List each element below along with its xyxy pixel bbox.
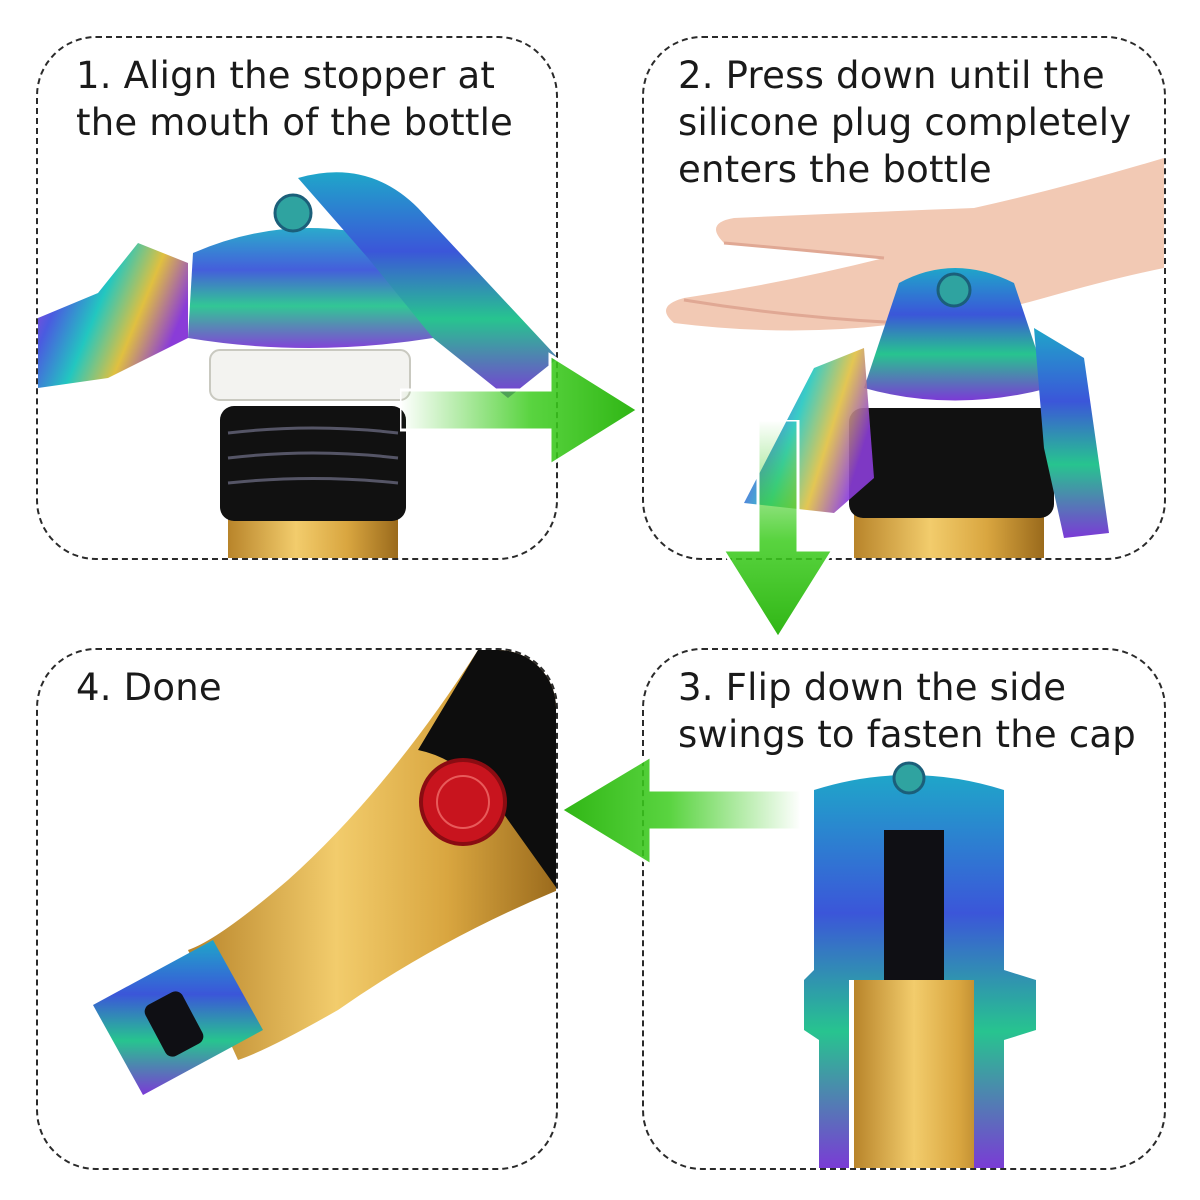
step-1-illustration <box>38 172 556 558</box>
stopper-body <box>864 268 1049 401</box>
stopper-gap <box>144 991 204 1057</box>
red-seal <box>419 758 507 846</box>
hinge-pin <box>273 193 313 233</box>
stopper-clasp <box>804 775 1036 1168</box>
right-wing <box>1034 328 1109 538</box>
hinge-pin <box>892 761 926 795</box>
step-3-illustration <box>804 761 1036 1168</box>
right-wing <box>298 172 556 398</box>
stopper-gap <box>884 830 944 980</box>
arrow-right-icon <box>400 352 641 468</box>
step-3-panel: 3. Flip down the side swings to fasten t… <box>642 648 1166 1170</box>
step-2-panel: 2. Press down until the silicone plug co… <box>642 36 1166 560</box>
hand <box>666 158 1164 331</box>
arrow-down-icon <box>720 420 836 641</box>
step-1-panel: 1. Align the stopper at the mouth of the… <box>36 36 558 560</box>
step-1-caption: 1. Align the stopper at the mouth of the… <box>76 54 514 144</box>
step-2-caption: 2. Press down until the silicone plug co… <box>678 54 1132 191</box>
step-3-caption: 3. Flip down the side swings to fasten t… <box>678 666 1136 756</box>
step-4-panel: 4. Done <box>36 648 558 1170</box>
bottle-mouth <box>220 406 406 521</box>
bottle-mouth <box>849 408 1054 518</box>
arrow-left-icon <box>558 753 801 868</box>
step-4-illustration <box>93 650 556 1095</box>
hinge-pin <box>936 272 972 308</box>
silicone-plug <box>209 349 411 401</box>
step-4-caption: 4. Done <box>76 666 222 709</box>
left-wing <box>38 243 188 388</box>
